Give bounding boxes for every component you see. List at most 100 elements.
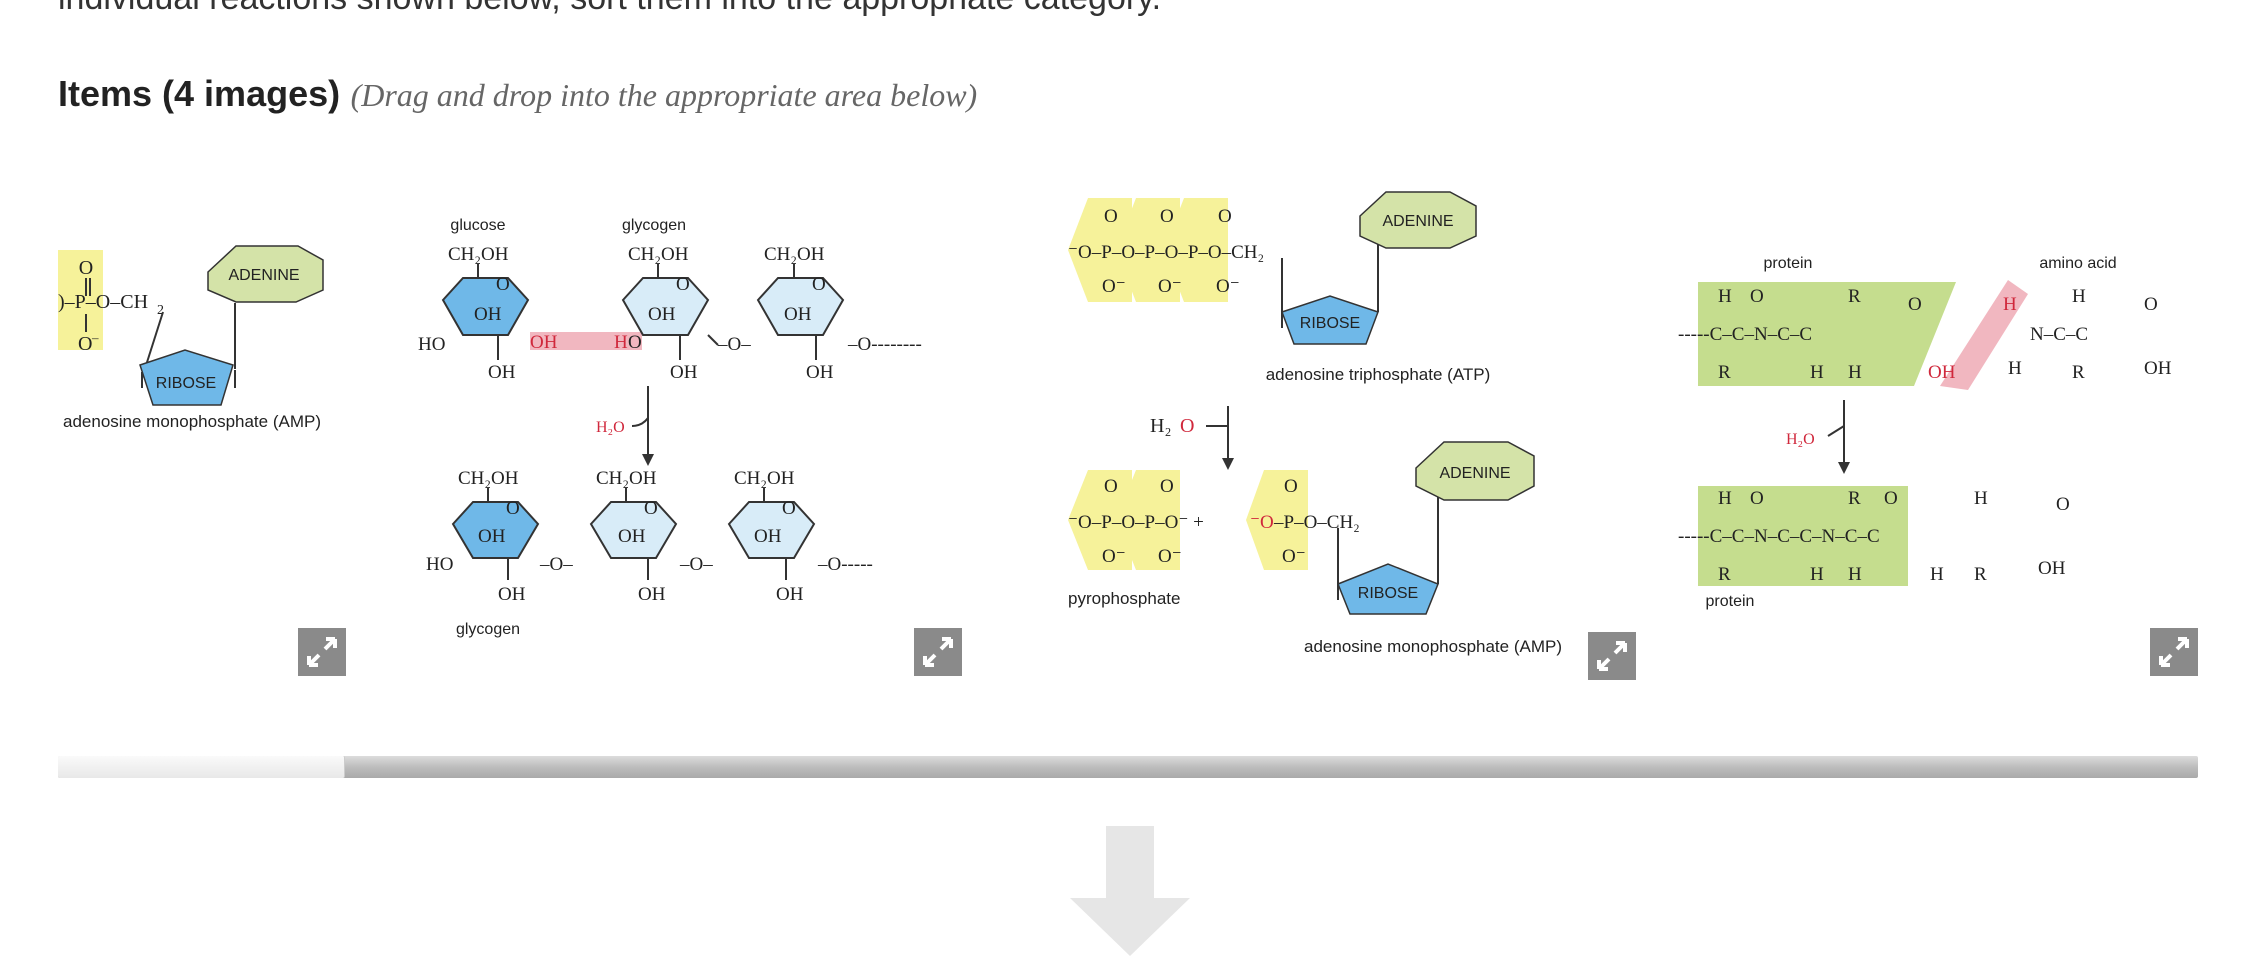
svg-text:–: – [91, 330, 99, 345]
svg-text:H₂: H₂ [1150, 415, 1171, 437]
svg-text:OH: OH [488, 362, 516, 383]
svg-text:OH: OH [478, 526, 506, 547]
peptide-diagram: protein amino acid -----C–C–N–C–C H O R … [1678, 255, 2172, 610]
svg-text:O: O [676, 274, 690, 295]
svg-text:R: R [1718, 564, 1731, 585]
svg-text:O: O [1218, 206, 1232, 227]
svg-text:H: H [1974, 488, 1988, 509]
svg-text:O⁻: O⁻ [1158, 276, 1182, 297]
svg-text:OH: OH [806, 362, 834, 383]
ribose-label: RIBOSE [156, 375, 216, 392]
draggable-item-amp[interactable]: O )–P–O–CH 2 O – RIBOSE ADENINE adenosin… [58, 150, 358, 690]
svg-text:OH: OH [670, 362, 698, 383]
svg-text:–P–O–CH₂: –P–O–CH₂ [1273, 512, 1360, 533]
amp-caption: adenosine monophosphate (AMP) [1304, 637, 1562, 656]
svg-text:O: O [1908, 294, 1922, 315]
svg-text:⁻O: ⁻O [1250, 512, 1274, 533]
expand-icon [307, 637, 337, 667]
svg-text:CH₂OH: CH₂OH [448, 244, 509, 265]
svg-text:O: O [2056, 494, 2070, 515]
svg-text:OH: OH [498, 584, 526, 605]
svg-text:OH: OH [776, 584, 804, 605]
svg-text:O: O [1750, 286, 1764, 307]
items-carousel: O )–P–O–CH 2 O – RIBOSE ADENINE adenosin… [58, 150, 2198, 690]
svg-text:O: O [1104, 206, 1118, 227]
amino-acid-label: amino acid [2039, 255, 2116, 272]
svg-text:O: O [644, 498, 658, 519]
svg-text:H: H [614, 332, 628, 353]
svg-text:CH₂OH: CH₂OH [764, 244, 825, 265]
draggable-item-glycogen[interactable]: glucose glycogen CH₂OH O OH HO OH OH H O… [418, 150, 1018, 690]
svg-text:R: R [1718, 362, 1731, 383]
svg-text:H: H [2003, 294, 2017, 315]
svg-text:O: O [1284, 476, 1298, 497]
expand-icon [1597, 641, 1627, 671]
expand-button[interactable] [1588, 632, 1636, 680]
svg-text:O⁻: O⁻ [1102, 276, 1126, 297]
svg-text:OH: OH [530, 332, 558, 353]
scrollbar-thumb[interactable] [58, 756, 345, 778]
atp-ribose-label: RIBOSE [1300, 315, 1360, 332]
glucose-label: glucose [450, 217, 505, 234]
svg-text:R: R [1848, 488, 1861, 509]
svg-text:O: O [1884, 488, 1898, 509]
glycogen-top-label: glycogen [622, 217, 686, 234]
svg-text:O: O [1180, 415, 1194, 437]
svg-text:HO: HO [418, 334, 445, 355]
svg-text:OH: OH [2038, 558, 2066, 579]
glycogen-diagram: glucose glycogen CH₂OH O OH HO OH OH H O… [418, 217, 922, 638]
svg-text:–O-----: –O----- [817, 554, 873, 575]
svg-text:-----C–C–N–C–C–N–C–C: -----C–C–N–C–C–N–C–C [1678, 526, 1880, 547]
svg-text:CH₂OH: CH₂OH [596, 468, 657, 489]
svg-text:O: O [1750, 488, 1764, 509]
amp-ribose-label: RIBOSE [1358, 585, 1418, 602]
svg-text:O: O [1104, 476, 1118, 497]
svg-text:OH: OH [638, 584, 666, 605]
svg-text:⁻O–P–O–P–O–P–O–CH₂: ⁻O–P–O–P–O–P–O–CH₂ [1068, 242, 1264, 263]
items-heading: Items (4 images) (Drag and drop into the… [58, 70, 977, 126]
amp-adenine-label: ADENINE [1439, 465, 1510, 482]
svg-text:R: R [1974, 564, 1987, 585]
pyrophosphate-label: pyrophosphate [1068, 589, 1180, 608]
svg-text:⁻O–P–O–P–O⁻ +: ⁻O–P–O–P–O⁻ + [1068, 512, 1204, 533]
svg-text:H: H [1718, 286, 1732, 307]
svg-text:O: O [2144, 294, 2158, 315]
items-hint: (Drag and drop into the appropriate area… [350, 77, 978, 113]
svg-text:OH: OH [474, 304, 502, 325]
expand-button[interactable] [2150, 628, 2198, 676]
svg-text:N–C–C: N–C–C [2030, 324, 2088, 345]
expand-icon [923, 637, 953, 667]
svg-text:O⁻: O⁻ [1216, 276, 1240, 297]
svg-text:OH: OH [754, 526, 782, 547]
svg-text:CH₂OH: CH₂OH [628, 244, 689, 265]
protein-bottom-label: protein [1706, 593, 1755, 610]
expand-button[interactable] [298, 628, 346, 676]
svg-text:O: O [1160, 476, 1174, 497]
svg-text:R: R [2072, 362, 2085, 383]
water-label: H₂O [1786, 431, 1815, 448]
svg-text:–O--------: –O-------- [847, 334, 922, 355]
instructions-text: individual reactions shown below, sort t… [58, 0, 1161, 18]
expand-icon [2159, 637, 2189, 667]
svg-text:OH: OH [2144, 358, 2172, 379]
draggable-item-peptide[interactable]: protein amino acid -----C–C–N–C–C H O R … [1678, 150, 2198, 690]
svg-text:O: O [79, 257, 93, 279]
carousel-scrollbar[interactable] [58, 756, 2198, 778]
atp-diagram: ⁻O–P–O–P–O–P–O–CH₂ O O O O⁻ O⁻ O⁻ RIBOSE… [1068, 191, 1562, 656]
svg-text:O: O [782, 498, 796, 519]
svg-text:–O–: –O– [679, 554, 713, 575]
svg-text:H: H [1848, 564, 1862, 585]
draggable-item-atp[interactable]: ⁻O–P–O–P–O–P–O–CH₂ O O O O⁻ O⁻ O⁻ RIBOSE… [1068, 150, 1636, 690]
svg-text:H: H [1810, 564, 1824, 585]
svg-text:H: H [2008, 358, 2022, 379]
glycogen-bottom-label: glycogen [456, 621, 520, 638]
svg-text:CH₂OH: CH₂OH [734, 468, 795, 489]
expand-button[interactable] [914, 628, 962, 676]
water-label: H₂O [596, 419, 625, 436]
adenine-label: ADENINE [228, 267, 299, 284]
svg-text:O: O [78, 333, 92, 355]
svg-text:H: H [1930, 564, 1944, 585]
svg-text:O: O [506, 498, 520, 519]
protein-top-label: protein [1764, 255, 1813, 272]
svg-text:O: O [628, 332, 642, 353]
